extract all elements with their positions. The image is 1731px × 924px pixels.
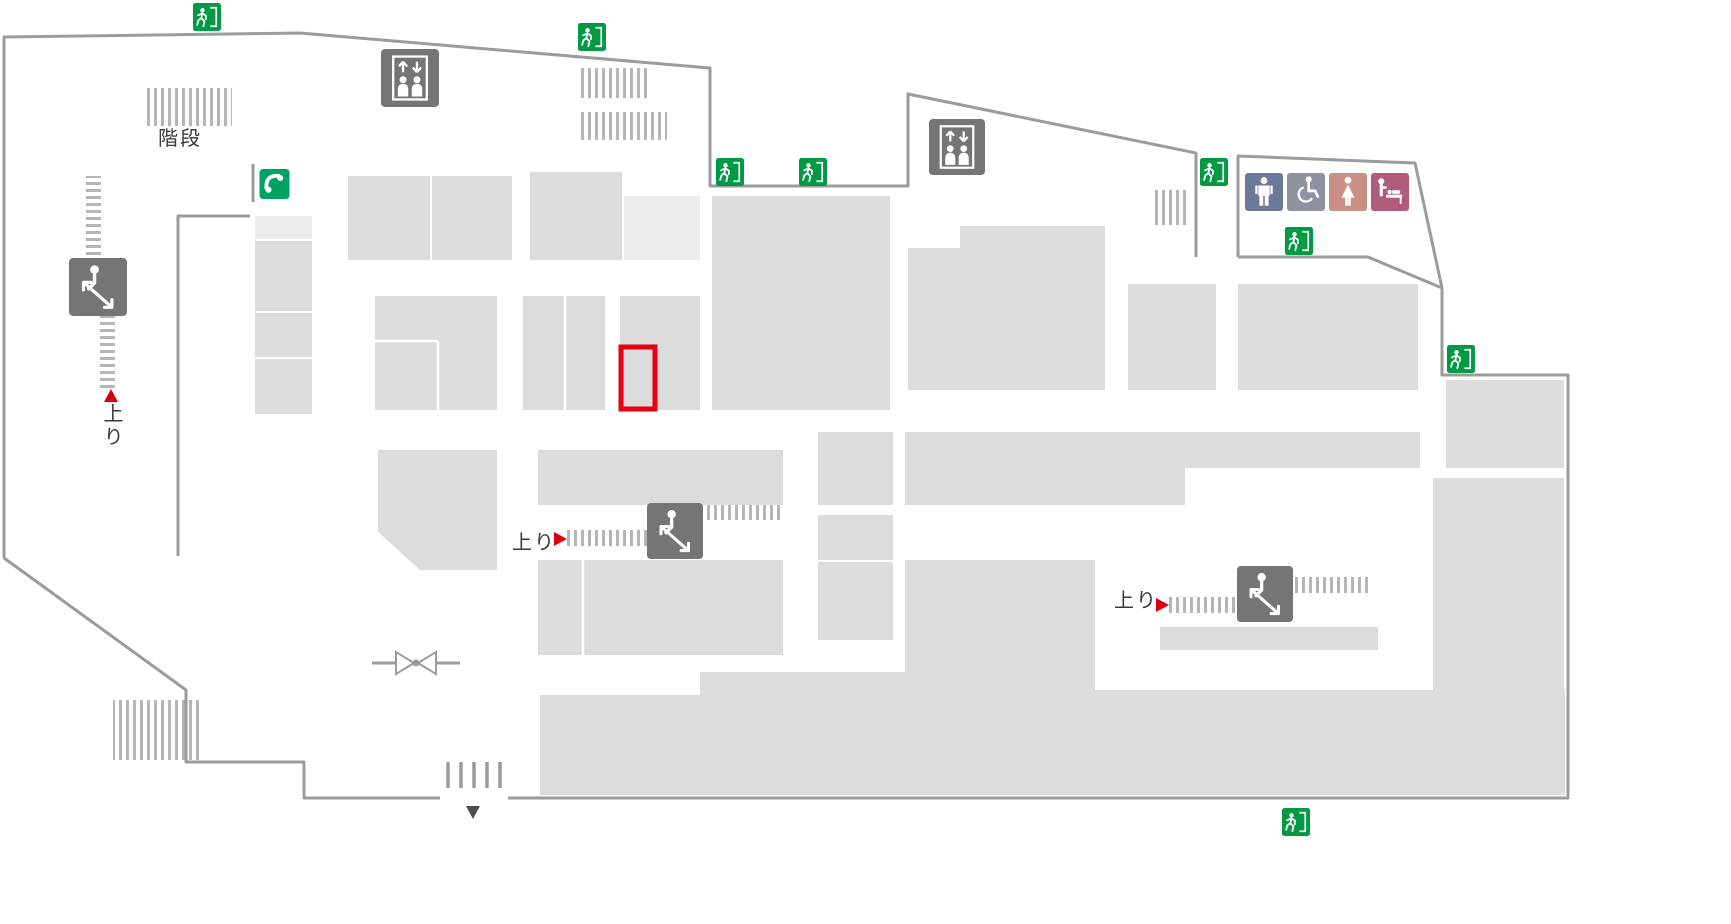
up-direction-marker: [104, 389, 118, 402]
stairs-hatch: [577, 68, 649, 98]
room-block: [905, 432, 1420, 505]
room-block: [1095, 690, 1565, 795]
stairs-hatch: [581, 112, 667, 140]
room-block: [1446, 380, 1564, 468]
room-block: [538, 560, 783, 655]
wall-outline: [2, 31, 1570, 800]
emergency-exit-icon: [1200, 158, 1228, 186]
room-block: [348, 176, 430, 260]
room-block: [905, 560, 1095, 672]
room-block: [255, 359, 312, 414]
markers-layer: [104, 344, 1169, 819]
emergency-exit-icon: [716, 158, 744, 186]
emergency-exit-icon: [1282, 808, 1310, 836]
selected-store-highlight: [618, 344, 658, 412]
room-block: [255, 313, 312, 357]
room-block: [620, 296, 700, 410]
room-block: [1238, 284, 1418, 390]
rooms-layer: [255, 172, 1565, 795]
up-direction-marker: [554, 532, 567, 546]
emergency-exit-icon: [799, 158, 827, 186]
emergency-exit-icon: [193, 3, 221, 31]
stairs-hatch: [145, 88, 232, 126]
escalator-walkway-hatch: [703, 505, 783, 520]
emergency-exit-icon: [1447, 345, 1475, 373]
entrance-marker: [466, 806, 480, 819]
escalator-icon: [69, 258, 127, 316]
escalator-walkway-hatch: [86, 176, 101, 258]
elevator-icon: [929, 119, 985, 175]
room-block: [432, 176, 512, 260]
elevator-icon: [381, 49, 439, 107]
room-block: [1128, 284, 1216, 390]
entrance-steps: [446, 762, 502, 788]
escalator-icon: [647, 503, 703, 559]
room-block: [530, 172, 622, 260]
accessible-toilet-icon: [1287, 173, 1325, 211]
escalator-icon: [1237, 566, 1293, 622]
room-block: [255, 216, 312, 239]
room-block: [1433, 478, 1564, 693]
room-block: [378, 450, 497, 570]
toilet-women-icon: [1329, 173, 1367, 211]
room-block: [712, 196, 890, 410]
room-block: [818, 562, 893, 640]
room-block: [255, 241, 312, 311]
escalator-walkway-hatch: [1168, 597, 1238, 613]
room-block: [375, 296, 497, 410]
escalator-walkway-hatch: [1293, 577, 1372, 593]
emergency-exit-icon: [1285, 227, 1313, 255]
public-phone-icon: [260, 169, 290, 199]
escalator-walkway-hatch: [565, 530, 648, 546]
up-direction-marker: [1156, 598, 1169, 612]
room-block: [700, 672, 1095, 795]
room-block: [908, 226, 1105, 390]
emergency-exit-icon: [578, 23, 606, 51]
room-block: [818, 432, 893, 505]
baby-care-icon: [1371, 173, 1409, 211]
escalator-walkway-hatch: [100, 316, 115, 392]
room-block: [818, 515, 893, 560]
gate-symbol: [395, 650, 437, 676]
room-block: [540, 695, 700, 795]
stairs-hatch: [1152, 190, 1190, 225]
room-block: [624, 196, 700, 260]
toilet-men-icon: [1245, 173, 1283, 211]
room-block: [538, 450, 783, 505]
room-dividers: [375, 296, 585, 655]
room-block: [1160, 627, 1378, 650]
